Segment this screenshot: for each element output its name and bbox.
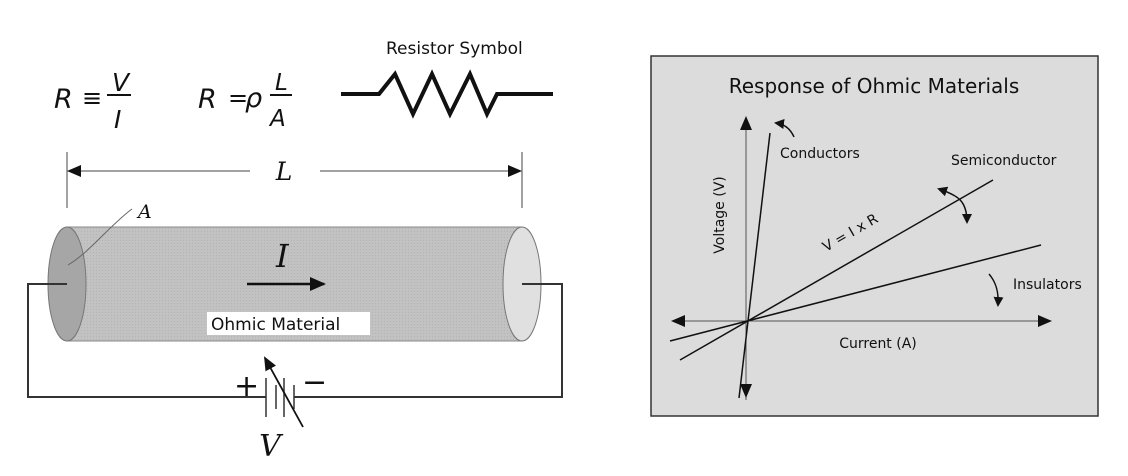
formula-1-operator: ≡ — [82, 84, 102, 112]
y-axis-label: Voltage (V) — [712, 176, 728, 253]
semiconductor-curved-arrow-down-icon — [954, 195, 972, 224]
formula-2-operator: = — [228, 84, 248, 112]
formula-2-denominator: A — [268, 106, 286, 132]
length-label: L — [275, 157, 293, 186]
current-label: I — [275, 237, 290, 275]
formula-1-numerator: V — [112, 68, 131, 97]
variable-arrow-icon — [264, 356, 304, 428]
insulators-line — [669, 244, 1042, 342]
voltage-label: V — [259, 429, 284, 464]
conductors-curved-arrow-icon — [774, 119, 795, 138]
variable-battery-icon — [262, 356, 304, 428]
insulators-label: Insulators — [1013, 277, 1082, 293]
formula-1-denominator: I — [114, 105, 121, 134]
material-label-bg — [207, 312, 370, 335]
material-label: Ohmic Material — [211, 315, 340, 335]
formula-1-lhs: R — [54, 84, 73, 115]
semiconductor-curved-arrow-up-icon — [937, 186, 956, 197]
formula-resistance-definition: R ≡ V I — [54, 68, 131, 134]
right-panel-response-chart: Response of Ohmic Materials Voltage (V) … — [650, 55, 1099, 417]
left-panel: R ≡ V I R = ρ L A Resistor Symbol L — [27, 39, 563, 464]
length-dimension: L — [66, 152, 523, 208]
area-leader-line — [67, 208, 133, 266]
battery-plus-label: + — [234, 369, 259, 404]
x-axis-label: Current (A) — [839, 336, 917, 352]
semiconductor-label: Semiconductor — [951, 153, 1057, 169]
conductors-label: Conductors — [780, 146, 860, 162]
battery-minus-label: − — [302, 365, 327, 400]
semiconductor-line — [679, 179, 994, 361]
insulators-curved-arrow-icon — [988, 273, 1004, 307]
chart-title: Response of Ohmic Materials — [729, 74, 1020, 98]
conductors-line — [738, 132, 771, 399]
resistor-symbol-label: Resistor Symbol — [386, 39, 523, 59]
formula-2-numerator: L — [275, 70, 288, 96]
formula-2-lhs: R — [198, 84, 217, 115]
y-axis-down-arrow-icon — [740, 384, 752, 398]
formula-resistivity: R = ρ L A — [198, 70, 292, 132]
area-label: A — [136, 201, 152, 223]
chart-panel-frame — [650, 55, 1099, 417]
resistor-symbol-icon — [341, 69, 553, 119]
formula-2-rho: ρ — [245, 83, 262, 114]
